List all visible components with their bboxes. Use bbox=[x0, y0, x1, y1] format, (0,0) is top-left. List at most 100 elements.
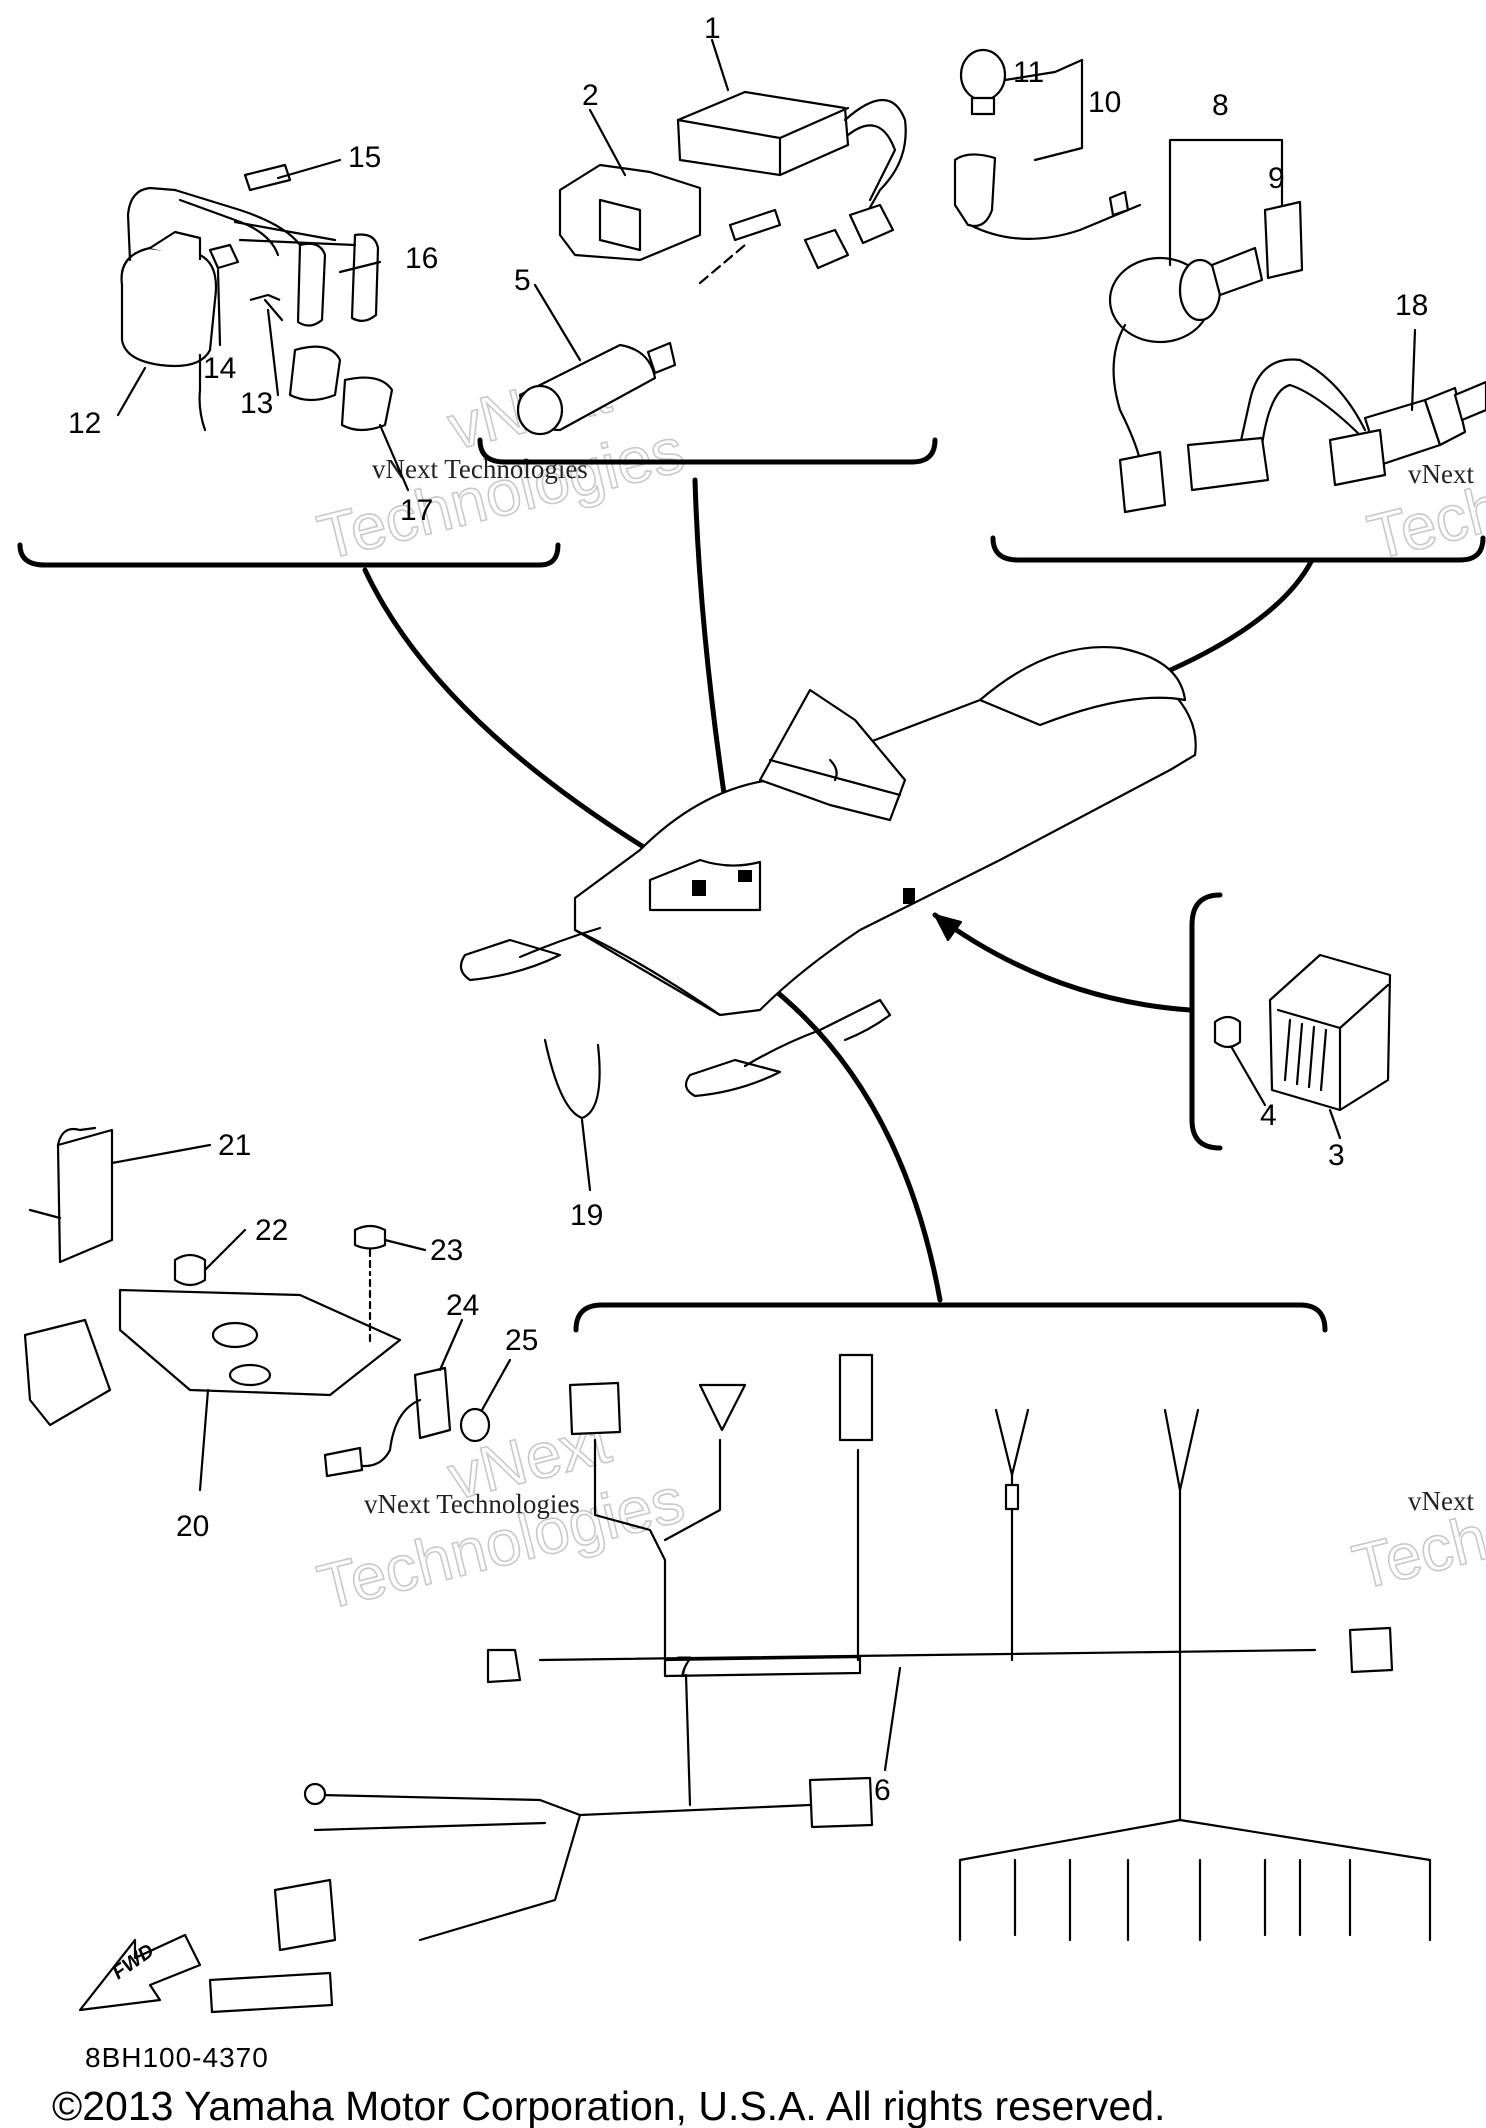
callout-6: 6 bbox=[874, 1774, 891, 1807]
callout-5: 5 bbox=[514, 264, 531, 297]
callout-labels: 1 2 3 4 5 6 7 8 9 10 11 12 13 14 15 16 1… bbox=[68, 12, 1428, 1807]
bracket-hole-a bbox=[211, 1321, 259, 1349]
harness-connector-a1 bbox=[568, 1381, 622, 1436]
watermark-edge-bottom: Tech bbox=[1346, 1501, 1486, 1604]
bracket-cover-tabs bbox=[28, 1126, 97, 1220]
regulator-nut bbox=[1213, 1015, 1242, 1049]
harness-branch-a bbox=[593, 1438, 722, 1662]
snowmobile-ski-right-strut bbox=[743, 1018, 842, 1068]
toggle-switch-terminal-block bbox=[1328, 428, 1387, 487]
bracket-right-top bbox=[990, 535, 1486, 563]
ignition-coil-lead bbox=[126, 186, 177, 262]
ignition-coil-body bbox=[120, 246, 218, 368]
sub-harness-connector-long bbox=[208, 1971, 334, 2014]
arrow-regulator bbox=[932, 912, 1193, 1013]
bulb-base bbox=[970, 96, 996, 116]
callout-21: 21 bbox=[218, 1129, 251, 1162]
watermark-small-edge-bottom: vNext bbox=[1408, 1486, 1474, 1516]
copyright-notice: ©2013 Yamaha Motor Corporation, U.S.A. A… bbox=[52, 2083, 1165, 2128]
harness-end-connector-left bbox=[486, 1648, 522, 1684]
spark-plug-cap-a bbox=[296, 242, 327, 327]
callout-10: 10 bbox=[1088, 86, 1121, 119]
leader-15 bbox=[276, 158, 342, 180]
bracket-right-middle bbox=[1189, 892, 1223, 1151]
regulator-body bbox=[1268, 953, 1392, 1112]
callout-12: 12 bbox=[68, 407, 101, 440]
bracket-hole-b bbox=[228, 1363, 272, 1387]
snowmobile-ski-left-strut bbox=[518, 926, 602, 959]
arrowhead-regulator bbox=[933, 913, 963, 942]
relay-nut-25 bbox=[459, 1407, 491, 1443]
harness-trunk bbox=[538, 1648, 1317, 1662]
bracket-bolt-head-23 bbox=[353, 1224, 387, 1250]
leader-20 bbox=[198, 1388, 210, 1492]
coil-bolt-shank bbox=[263, 298, 284, 322]
bracket-left-top bbox=[17, 542, 561, 568]
part-main-switch bbox=[1108, 200, 1304, 514]
callout-23: 23 bbox=[430, 1234, 463, 1267]
snowmobile-hood-edge bbox=[573, 928, 722, 1017]
callout-9: 9 bbox=[1268, 162, 1285, 195]
main-switch-connector bbox=[1118, 450, 1167, 514]
main-switch-cap bbox=[1263, 200, 1304, 280]
toggle-switch-connector bbox=[1186, 436, 1270, 492]
high-tension-cord-a bbox=[173, 188, 302, 247]
cdi-unit-wires bbox=[843, 98, 907, 227]
bracket-cover-21 bbox=[56, 1128, 114, 1264]
leader-12 bbox=[116, 366, 147, 417]
callout-17: 17 bbox=[400, 494, 433, 527]
leader-10-11 bbox=[1003, 58, 1084, 162]
arrow-harness bbox=[752, 972, 943, 1303]
lamp-wire-terminal bbox=[1108, 190, 1130, 217]
callout-1: 1 bbox=[704, 12, 721, 45]
leader-13 bbox=[266, 308, 280, 397]
harness-connector-b bbox=[838, 1353, 874, 1442]
toggle-switch-lever bbox=[1453, 380, 1486, 422]
bracket-harness bbox=[573, 1302, 1328, 1333]
watermark-small-bottom: vNext Technologies bbox=[364, 1489, 580, 1519]
snowmobile-outline bbox=[459, 646, 1197, 1098]
cdi-unit-body bbox=[676, 90, 850, 177]
regulator-fins bbox=[1276, 983, 1390, 1110]
coil-nut bbox=[208, 243, 240, 270]
snowmobile-side-mark bbox=[903, 888, 915, 904]
sub-harness-connector bbox=[808, 1776, 874, 1829]
snowmobile-dash-mark-right bbox=[738, 870, 752, 882]
grommet-lower bbox=[340, 376, 394, 432]
lamp-wire bbox=[968, 203, 1142, 240]
harness-fan-out-leads bbox=[958, 1858, 1432, 1942]
cdi-cover-opening bbox=[598, 198, 642, 252]
callout-11: 11 bbox=[1013, 56, 1044, 89]
callout-24: 24 bbox=[446, 1289, 479, 1322]
leader-22 bbox=[203, 1228, 247, 1272]
leader-16 bbox=[338, 260, 382, 274]
leader-21 bbox=[110, 1143, 212, 1165]
resistor-cap bbox=[728, 208, 782, 242]
leader-8-9 bbox=[1168, 138, 1284, 267]
part-band-19 bbox=[543, 1038, 601, 1120]
lamp-socket bbox=[953, 153, 997, 228]
coil-ground-wire bbox=[198, 353, 207, 432]
leader-25 bbox=[480, 1358, 512, 1412]
callout-14: 14 bbox=[203, 352, 236, 385]
snowmobile-hood bbox=[573, 673, 1197, 1017]
sub-harness-wires bbox=[313, 1793, 812, 1942]
bracket-center-top bbox=[477, 437, 938, 465]
bulb-glass bbox=[959, 48, 1007, 102]
toggle-switch-nut bbox=[1423, 386, 1467, 447]
coil-bolt-head bbox=[249, 293, 281, 302]
plug-cord-lines bbox=[233, 220, 357, 247]
resistor-dash-line bbox=[698, 243, 747, 285]
harness-end-connector-right bbox=[1348, 1626, 1394, 1674]
harness-fuse-c bbox=[1004, 1483, 1020, 1511]
leader-14 bbox=[216, 268, 222, 347]
snowmobile-track-front bbox=[838, 998, 892, 1042]
cdi-connector-b bbox=[848, 203, 895, 245]
callout-16: 16 bbox=[405, 242, 438, 275]
relay-24 bbox=[413, 1366, 452, 1440]
watermark-layer: vNext Technologies vNext Technologies Te… bbox=[310, 353, 1486, 1624]
leader-18 bbox=[1410, 328, 1417, 412]
snowmobile-ski-right bbox=[684, 1058, 782, 1098]
leader-2 bbox=[588, 108, 627, 177]
